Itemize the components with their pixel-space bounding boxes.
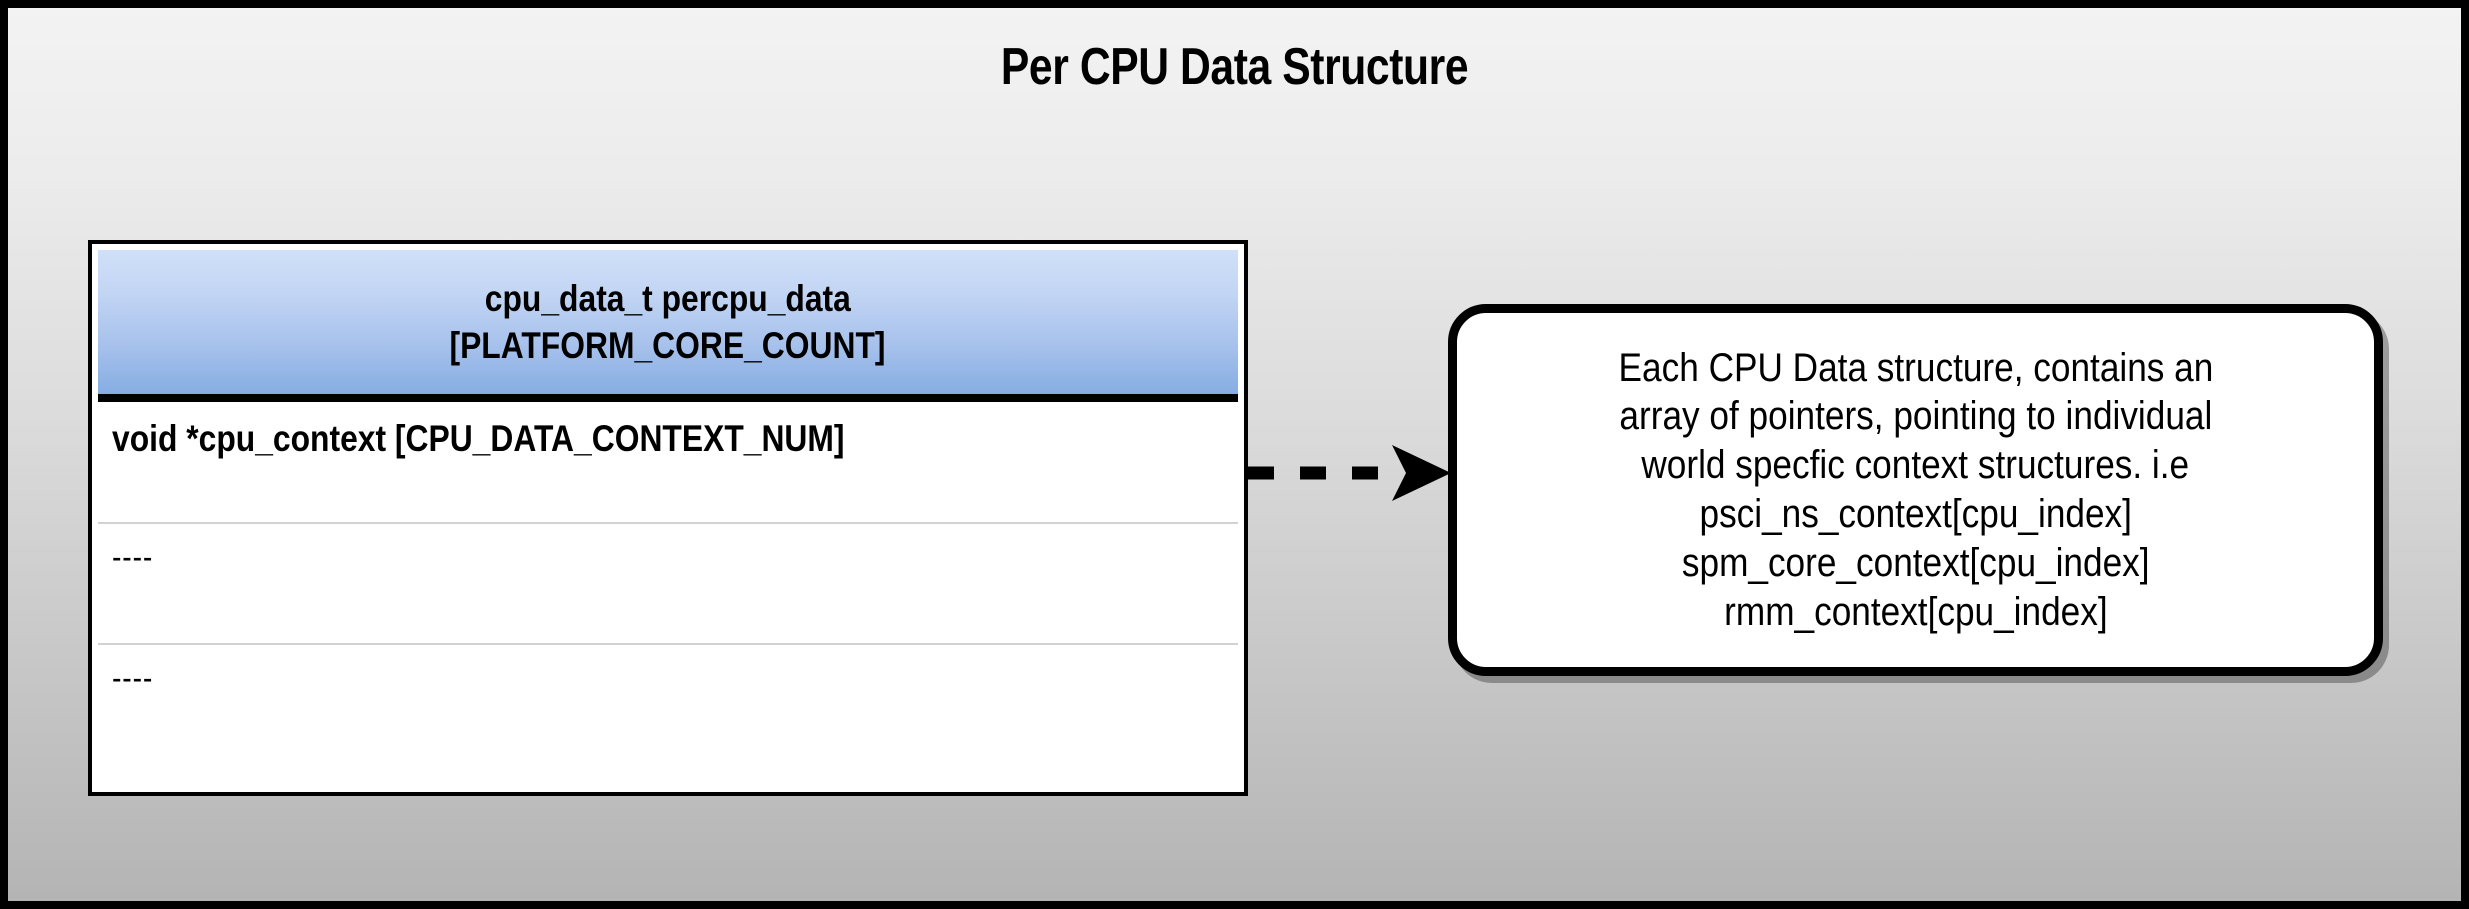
dashed-arrow-right-icon [1246,438,1456,508]
callout-line: array of pointers, pointing to individua… [1619,394,2212,439]
page-title: Per CPU Data Structure [1000,38,1469,96]
callout-line: psci_ns_context[cpu_index] [1699,492,2132,536]
struct-table-rows: void *cpu_context [CPU_DATA_CONTEXT_NUM]… [98,404,1238,786]
struct-header-line-1: cpu_data_t percpu_data [484,277,852,319]
callout-line: rmm_context[cpu_index] [1723,589,2108,634]
struct-header-line-2: [PLATFORM_CORE_COUNT] [449,325,887,366]
table-row: void *cpu_context [CPU_DATA_CONTEXT_NUM] [98,404,1238,522]
callout-line: Each CPU Data structure, contains an [1618,345,2213,390]
table-row: ---- [98,643,1238,786]
struct-field-label: ---- [112,538,154,575]
struct-table-header: cpu_data_t percpu_data [PLATFORM_CORE_CO… [98,250,1238,402]
struct-field-label: void *cpu_context [CPU_DATA_CONTEXT_NUM] [112,418,845,459]
struct-table: cpu_data_t percpu_data [PLATFORM_CORE_CO… [88,240,1248,796]
callout-line: spm_core_context[cpu_index] [1681,540,2150,585]
callout-line: world specfic context structures. i.e [1641,443,2190,488]
table-row: ---- [98,522,1238,643]
callout-note: Each CPU Data structure, contains an arr… [1448,304,2383,676]
struct-field-label: ---- [112,659,154,696]
